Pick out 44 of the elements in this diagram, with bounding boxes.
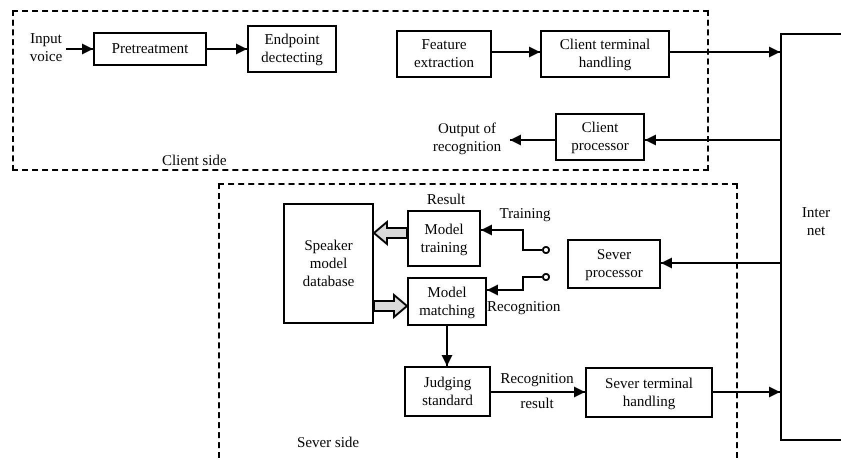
arrow [442, 326, 452, 366]
process-box [396, 30, 492, 78]
box-label: Inter net [800, 204, 832, 240]
dashed-group-frame [12, 10, 709, 171]
arrow [487, 276, 542, 296]
edge-label: Recognition result [499, 370, 575, 414]
box-label: Feature extraction [413, 36, 475, 72]
box-label: Speaker model database [302, 236, 356, 290]
box-label: Judging standard [421, 374, 474, 410]
process-box [555, 113, 645, 161]
node-text: Input voice [26, 28, 66, 68]
box-label: Client processor [570, 119, 630, 155]
process-box [93, 32, 207, 66]
arrow [645, 134, 780, 146]
box-label: Sever terminal handling [604, 374, 694, 410]
process-box [567, 239, 661, 289]
process-box [540, 30, 670, 78]
arrow [207, 44, 247, 54]
arrow [670, 46, 780, 58]
block-arrow [373, 292, 409, 320]
process-box [247, 25, 337, 73]
box-label: Model matching [418, 284, 476, 320]
box-label: Endpoint dectecting [260, 31, 324, 67]
arrow [491, 386, 585, 398]
arrow [66, 44, 93, 54]
group-label: Client side [162, 152, 227, 171]
node-caption: Result [426, 192, 466, 209]
node-text: Output of recognition [424, 116, 510, 160]
network-block [780, 33, 841, 441]
box-label: Client terminal handling [558, 36, 652, 72]
process-box [404, 366, 491, 417]
arrow [492, 46, 540, 58]
arrow [481, 224, 542, 251]
process-box [585, 367, 713, 418]
process-box [407, 277, 487, 326]
arrow [713, 386, 780, 398]
block-arrow [372, 220, 408, 246]
process-box [283, 203, 374, 324]
arrow [661, 258, 780, 268]
arrow [510, 134, 555, 146]
box-label: Pretreatment [110, 40, 190, 58]
box-label: Model training [420, 220, 468, 256]
box-label: Sever processor [584, 246, 644, 282]
group-label: Sever side [297, 434, 360, 453]
